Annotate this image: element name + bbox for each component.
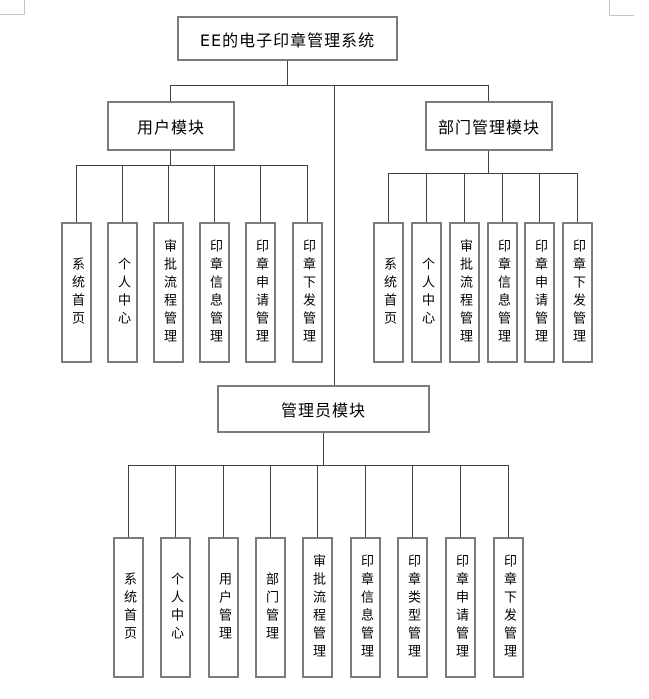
node-label: 系统首页 [121,571,136,644]
connector-user-drop-2 [168,165,169,222]
node-admin-child-5: 印章信息管理 [350,537,381,678]
node-label: 审批流程管理 [161,238,176,347]
node-label: 个人中心 [419,256,434,329]
connector-user-bus [76,165,308,166]
node-user-child-3: 印章信息管理 [199,222,230,363]
connector-admin-drop-1 [175,465,176,537]
node-label: 部门管理 [263,571,278,644]
node-user-child-5: 印章下发管理 [292,222,323,363]
node-dept-module: 部门管理模块 [425,101,553,151]
connector-user-stem [170,151,171,165]
node-user-module-label: 用户模块 [136,118,205,137]
connector-user-drop-0 [76,165,77,222]
node-label: 印章信息管理 [207,238,222,347]
node-label: 印章申请管理 [532,238,547,347]
connector-dept-drop-1 [426,173,427,222]
connector-root-to-admin [334,85,335,385]
node-admin-module: 管理员模块 [217,385,430,433]
node-user-child-2: 审批流程管理 [153,222,184,363]
node-label: 用户管理 [216,571,231,644]
node-admin-child-1: 个人中心 [160,537,191,678]
node-dept-child-4: 印章申请管理 [524,222,555,363]
connector-admin-drop-5 [365,465,366,537]
node-admin-module-label: 管理员模块 [280,401,366,420]
node-admin-child-3: 部门管理 [255,537,286,678]
connector-root-to-dept [488,85,489,101]
connector-user-drop-4 [260,165,261,222]
node-label: 印章类型管理 [405,553,420,662]
page-corner-mark-left-v [24,0,25,15]
connector-root-to-user [170,85,171,101]
node-dept-child-2: 审批流程管理 [449,222,480,363]
connector-admin-drop-2 [223,465,224,537]
page-corner-mark-left-h [0,14,25,15]
connector-admin-drop-8 [508,465,509,537]
node-label: 印章信息管理 [495,238,510,347]
connector-dept-drop-4 [539,173,540,222]
node-dept-module-label: 部门管理模块 [437,118,540,137]
node-dept-child-3: 印章信息管理 [487,222,518,363]
connector-dept-bus [388,173,578,174]
node-dept-child-0: 系统首页 [373,222,404,363]
connector-admin-stem [323,433,324,465]
node-user-child-1: 个人中心 [107,222,138,363]
node-label: 审批流程管理 [310,553,325,662]
connector-dept-drop-3 [502,173,503,222]
node-label: 个人中心 [168,571,183,644]
node-label: 印章申请管理 [253,238,268,347]
node-root: EE的电子印章管理系统 [177,16,398,61]
node-admin-child-8: 印章下发管理 [493,537,524,678]
node-user-child-0: 系统首页 [61,222,92,363]
connector-dept-drop-5 [577,173,578,222]
node-label: 系统首页 [381,256,396,329]
node-label: 系统首页 [69,256,84,329]
connector-admin-drop-6 [412,465,413,537]
node-dept-child-5: 印章下发管理 [562,222,593,363]
node-user-child-4: 印章申请管理 [245,222,276,363]
connector-admin-bus [128,465,509,466]
node-admin-child-4: 审批流程管理 [302,537,333,678]
page-corner-mark-right-h [609,15,634,16]
node-label: 印章下发管理 [570,238,585,347]
node-admin-child-7: 印章申请管理 [445,537,476,678]
connector-root-stem [287,61,288,85]
connector-root-bus [170,85,489,86]
connector-dept-drop-0 [388,173,389,222]
node-label: 印章下发管理 [501,553,516,662]
connector-dept-drop-2 [464,173,465,222]
node-dept-child-1: 个人中心 [411,222,442,363]
connector-user-drop-3 [214,165,215,222]
node-admin-child-0: 系统首页 [113,537,144,678]
node-label: 个人中心 [115,256,130,329]
connector-admin-drop-4 [317,465,318,537]
node-admin-child-6: 印章类型管理 [397,537,428,678]
node-label: 印章申请管理 [453,553,468,662]
connector-user-drop-1 [122,165,123,222]
connector-admin-drop-7 [460,465,461,537]
node-user-module: 用户模块 [107,101,235,151]
node-label: 印章下发管理 [300,238,315,347]
node-label: 印章信息管理 [358,553,373,662]
connector-user-drop-5 [307,165,308,222]
connector-admin-drop-3 [270,465,271,537]
connector-admin-drop-0 [128,465,129,537]
connector-dept-stem [488,151,489,173]
page-corner-mark-right-v [609,0,610,15]
node-admin-child-2: 用户管理 [208,537,239,678]
node-root-label: EE的电子印章管理系统 [199,30,376,50]
node-label: 审批流程管理 [457,238,472,347]
